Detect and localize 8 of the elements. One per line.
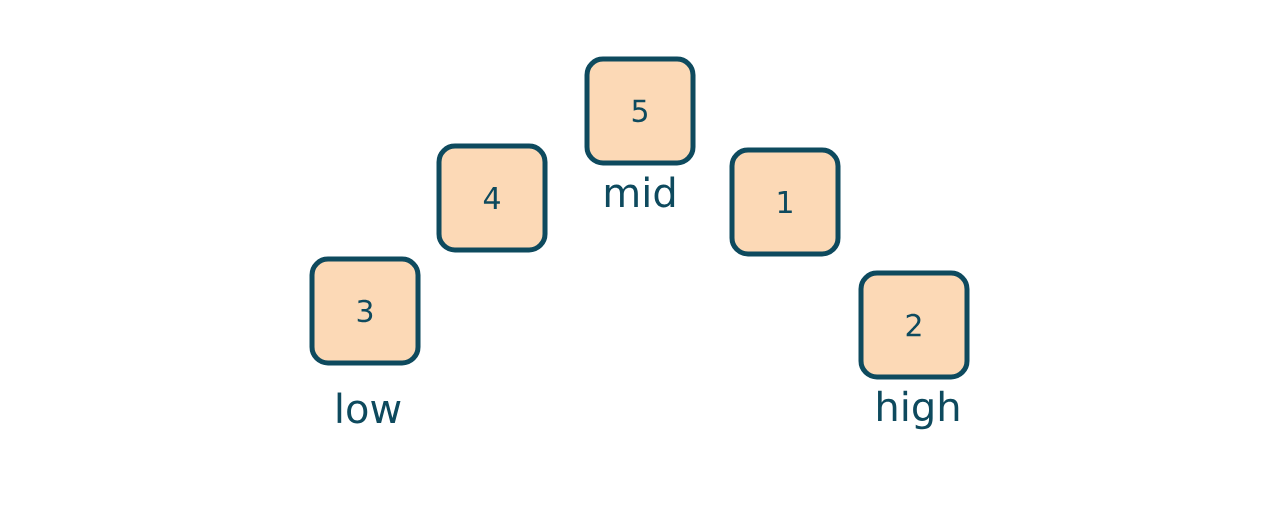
node-caption: mid [605, 176, 675, 208]
number-box: 3 [309, 256, 421, 366]
node-caption: high [878, 390, 959, 430]
number-box: 5 [584, 56, 696, 166]
node-caption: low [337, 392, 401, 424]
number-box: 2 [858, 270, 970, 380]
number-box: 1 [729, 147, 841, 257]
number-box: 4 [436, 143, 548, 253]
